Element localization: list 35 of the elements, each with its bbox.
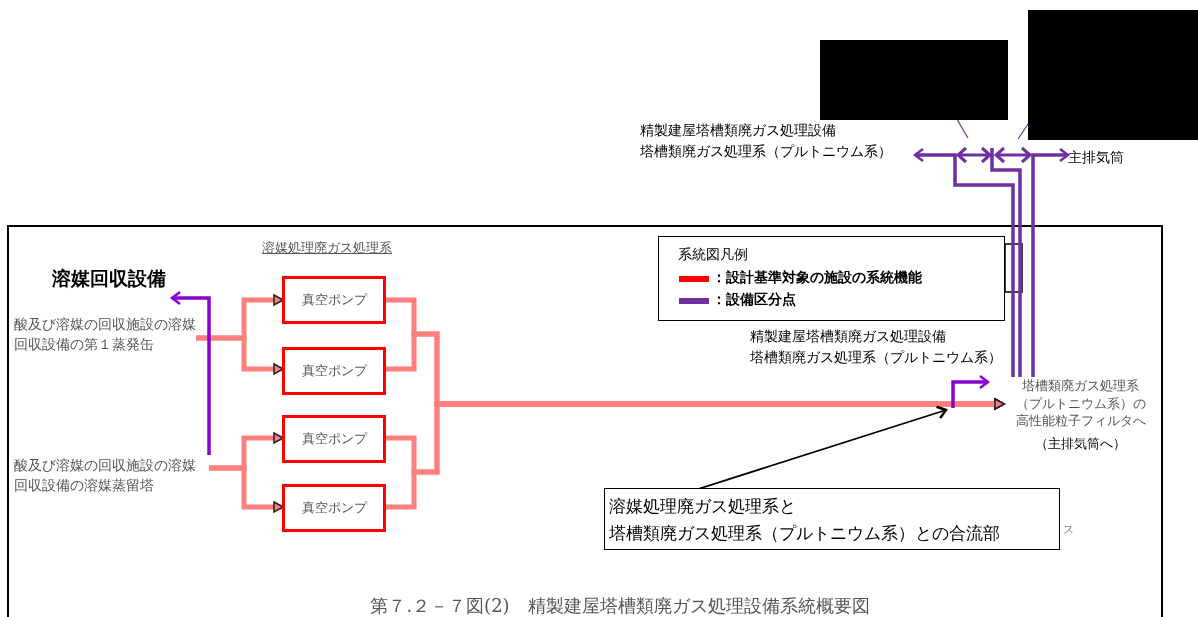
redaction-box bbox=[820, 40, 1008, 120]
leader-line bbox=[957, 119, 969, 139]
system-label: 主排気筒 bbox=[1068, 147, 1138, 167]
callout-text: 塔槽類廃ガス処理系（プルトニウム系）との合流部 bbox=[609, 522, 1001, 546]
arrow bbox=[170, 290, 211, 455]
pump-box: 真空ポンプ bbox=[282, 415, 386, 463]
legend-label: ：設計基準対象の施設の系統機能 bbox=[712, 269, 922, 287]
system-label: 塔槽類廃ガス処理系（プルトニウム系） bbox=[750, 348, 1003, 367]
equipment-label: 酸及び溶媒の回収施設の溶媒回収設備の第１蒸発缶 bbox=[14, 314, 196, 364]
equipment-label: 酸及び溶媒の回収施設の溶媒回収設備の溶媒蒸留塔 bbox=[14, 455, 209, 501]
pipe-arrow bbox=[209, 465, 284, 513]
arrow bbox=[951, 374, 990, 408]
system-label: 精製建屋塔槽類廃ガス処理設備 bbox=[750, 327, 947, 346]
pipe-arrow bbox=[386, 398, 1005, 510]
callout-text: 溶媒処理廃ガス処理系と bbox=[609, 495, 797, 518]
destination-label: 塔槽類廃ガス処理系（プルトニウム系）の高性能粒子フィルタへ bbox=[1014, 377, 1147, 430]
arrow bbox=[1031, 147, 1070, 377]
pump-box: 真空ポンプ bbox=[282, 276, 386, 324]
pump-box: 真空ポンプ bbox=[282, 484, 386, 532]
pipe-arrow bbox=[196, 335, 284, 375]
system-label: 精製建屋塔槽類廃ガス処理設備 bbox=[640, 121, 837, 140]
pump-box: 真空ポンプ bbox=[282, 347, 386, 395]
callout-box bbox=[604, 488, 1060, 550]
legend-title: 系統図凡例 bbox=[678, 246, 748, 264]
note-label: （主排気筒へ） bbox=[1034, 434, 1127, 453]
legend-label: ：設備区分点 bbox=[712, 291, 796, 309]
arrow bbox=[913, 147, 1015, 377]
boundary-marker bbox=[955, 146, 1033, 377]
leader-line bbox=[1017, 123, 1029, 140]
redaction-box bbox=[1028, 10, 1198, 140]
system-label: 塔槽類廃ガス処理系（プルトニウム系） bbox=[640, 142, 893, 161]
equipment-heading: 溶媒回収設備 bbox=[52, 264, 172, 300]
text-fragment: ス bbox=[1063, 522, 1074, 537]
section-title: 溶媒処理廃ガス処理系 bbox=[262, 239, 392, 257]
figure-caption: 第７.２－７図(2) 精製建屋塔槽類廃ガス処理設備系統概要図 bbox=[369, 594, 871, 617]
